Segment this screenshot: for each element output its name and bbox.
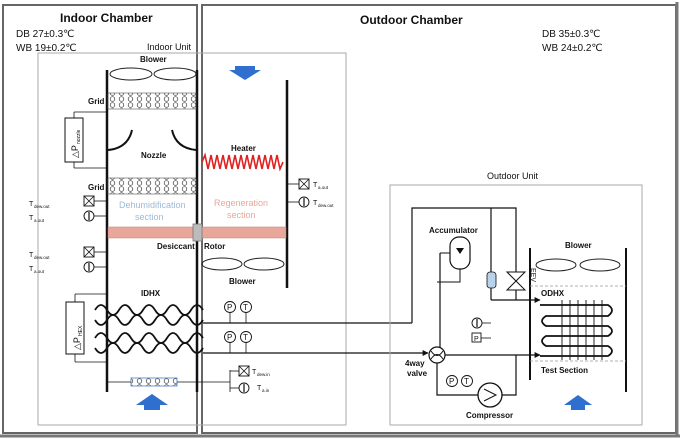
temp-gauge-2: T — [243, 333, 248, 342]
t-dew-in-main: T — [252, 369, 257, 376]
outdoor-wb: WB 24±0.2℃ — [542, 43, 603, 54]
idhx-label: IDHX — [141, 289, 161, 298]
outdoor-unit-box — [389, 184, 643, 426]
idhx-coil-3 — [94, 332, 204, 344]
temp-gauge-1: T — [243, 303, 248, 312]
blower-out-label: Blower — [565, 241, 592, 250]
blower-top-label: Blower — [140, 55, 167, 64]
t-a-out-main-3: T — [313, 182, 318, 189]
blower-top-fan-left — [109, 67, 153, 81]
nozzle-label: Nozzle — [141, 151, 167, 160]
regen-label-1: Regeneration — [214, 198, 268, 208]
pressure-gauge-3: P — [449, 377, 454, 386]
rotor-label: Rotor — [204, 242, 225, 251]
grid-bottom — [107, 177, 197, 195]
indoor-db: DB 27±0.3℃ — [16, 29, 74, 40]
t-a-in-sub: a.in — [262, 388, 270, 393]
delta-p-nozzle-main: △P — [70, 145, 80, 158]
t-dew-in-sub: dew.in — [257, 372, 270, 377]
temp-gauge-3: T — [464, 377, 469, 386]
t-a-out-sub-3: a.out — [318, 185, 329, 190]
delta-p-hex-main: △P — [72, 337, 82, 350]
airflow-up-arrow-icon — [136, 394, 168, 410]
test-section-label: Test Section — [541, 366, 588, 375]
delta-p-nozzle-sub: nozzle — [76, 129, 82, 144]
outdoor-chamber-frame — [201, 4, 677, 434]
pressure-gauge-2: P — [227, 333, 232, 342]
refrigerant-line-loop-top — [411, 207, 517, 323]
t-dew-out-sub-3: dew.out — [318, 203, 334, 208]
grid-bottom-label: Grid — [88, 183, 105, 192]
blower-regen-fan-right — [243, 257, 285, 271]
grid-top-label: Grid — [88, 97, 105, 106]
inlet-grid — [130, 377, 178, 387]
desiccant-label: Desiccant — [157, 242, 195, 251]
accumulator-label: Accumulator — [429, 226, 478, 235]
rotor-shaft — [192, 223, 203, 242]
blower-out-fan-right — [579, 258, 621, 272]
t-a-in-main: T — [257, 385, 262, 392]
pressure-gauge-1: P — [227, 303, 232, 312]
regen-label-2: section — [227, 210, 256, 220]
delta-p-hex-sub: HEX — [78, 325, 84, 336]
compressor-icon — [477, 382, 503, 408]
indoor-unit-label: Indoor Unit — [147, 42, 192, 52]
fourway-label-2: valve — [407, 369, 428, 378]
t-dew-out-main-2: T — [29, 252, 34, 259]
t-a-out-main-1: T — [29, 215, 34, 222]
heater-label: Heater — [231, 144, 256, 153]
odhx-tubes — [540, 304, 613, 357]
idhx-coil-1 — [94, 304, 204, 316]
indoor-unit-box — [37, 52, 347, 426]
fourway-label-1: 4way — [405, 359, 425, 368]
t-dew-out-sub-2: dew.out — [34, 255, 50, 260]
t-a-out-sub-2: a.out — [34, 269, 45, 274]
blower-top-fan-right — [153, 67, 197, 81]
outdoor-unit-label: Outdoor Unit — [487, 171, 539, 181]
blower-regen-fan-left — [201, 257, 243, 271]
t-dew-out-main-3: T — [313, 200, 318, 207]
dehumid-label-1: Dehumidification — [119, 200, 186, 210]
indoor-chamber-title: Indoor Chamber — [60, 11, 153, 25]
eev-label: EEV — [529, 268, 536, 282]
eev-icon — [505, 271, 527, 282]
t-dew-out-main-1: T — [29, 201, 34, 208]
outdoor-chamber-title: Outdoor Chamber — [360, 13, 463, 27]
t-dew-out-sub-1: dew.out — [34, 204, 50, 209]
t-a-out-sub-1: a.out — [34, 218, 45, 223]
blower-regen-label: Blower — [229, 277, 256, 286]
odhx-label: ODHX — [541, 289, 565, 298]
nozzle-left — [107, 129, 133, 151]
t-a-out-main-2: T — [29, 266, 34, 273]
compressor-label: Compressor — [466, 411, 513, 420]
heater-coil — [201, 152, 284, 172]
sight-glass-icon — [486, 271, 497, 289]
idhx-coil-2 — [94, 314, 204, 326]
outdoor-db: DB 35±0.3℃ — [542, 29, 600, 40]
grid-top — [107, 92, 197, 110]
airflow-up-arrow-icon — [564, 395, 592, 410]
odhx-coil — [561, 300, 603, 360]
airflow-down-arrow-icon — [229, 66, 261, 80]
pressure-gauge-4: P — [474, 336, 479, 343]
dehumid-label-2: section — [135, 212, 164, 222]
nozzle-right — [171, 129, 197, 151]
blower-out-fan-left — [535, 258, 577, 272]
idhx-coil-4 — [94, 342, 204, 354]
indoor-wb: WB 19±0.2℃ — [16, 43, 77, 54]
